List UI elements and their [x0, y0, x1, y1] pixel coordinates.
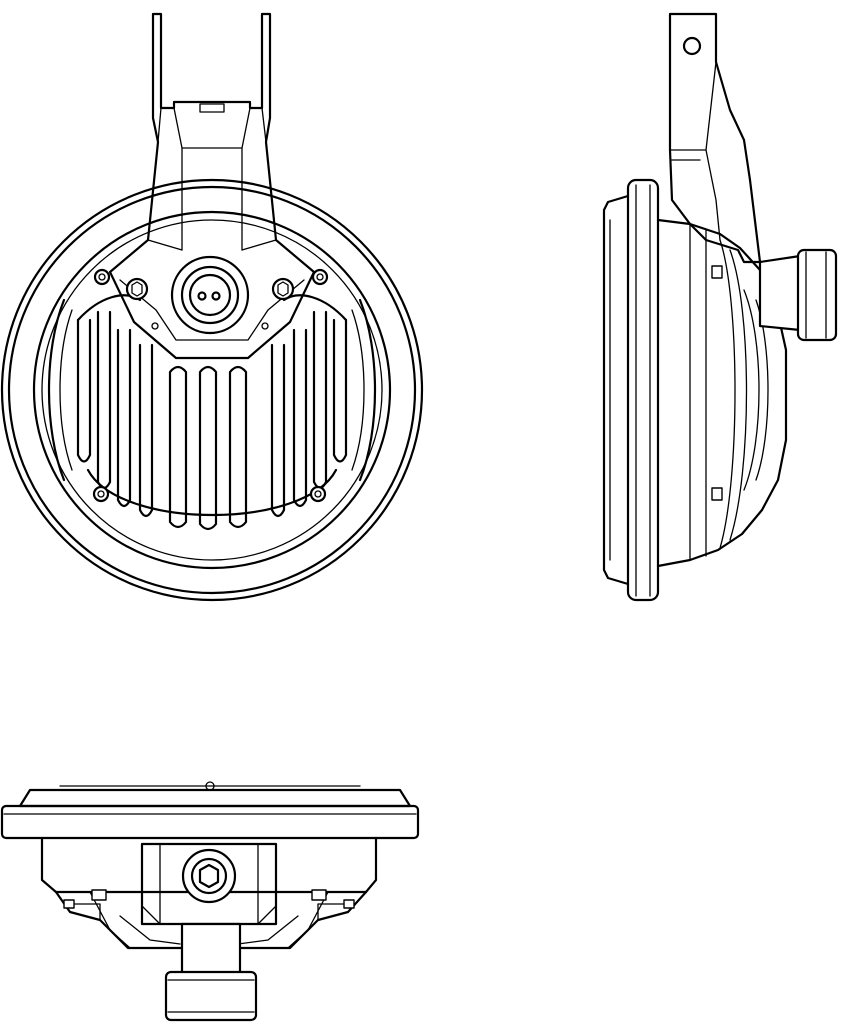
connector-plug-side — [758, 248, 838, 342]
headlamp-rim-side — [602, 178, 660, 602]
connector-plug — [170, 255, 250, 335]
mounting-screws — [92, 268, 329, 503]
connector-plug-bottom — [164, 922, 258, 1022]
adjustment-bolt — [181, 848, 237, 904]
headlamp-rim-bottom — [0, 781, 420, 840]
mounting-bracket — [108, 12, 316, 360]
headlamp-outer-ring — [0, 178, 424, 602]
mounting-bracket-side — [668, 12, 762, 264]
front-view — [0, 12, 424, 602]
side-view — [602, 12, 838, 602]
headlamp-grille — [47, 294, 377, 531]
bottom-view — [0, 781, 420, 1022]
grille-slats — [76, 310, 348, 531]
